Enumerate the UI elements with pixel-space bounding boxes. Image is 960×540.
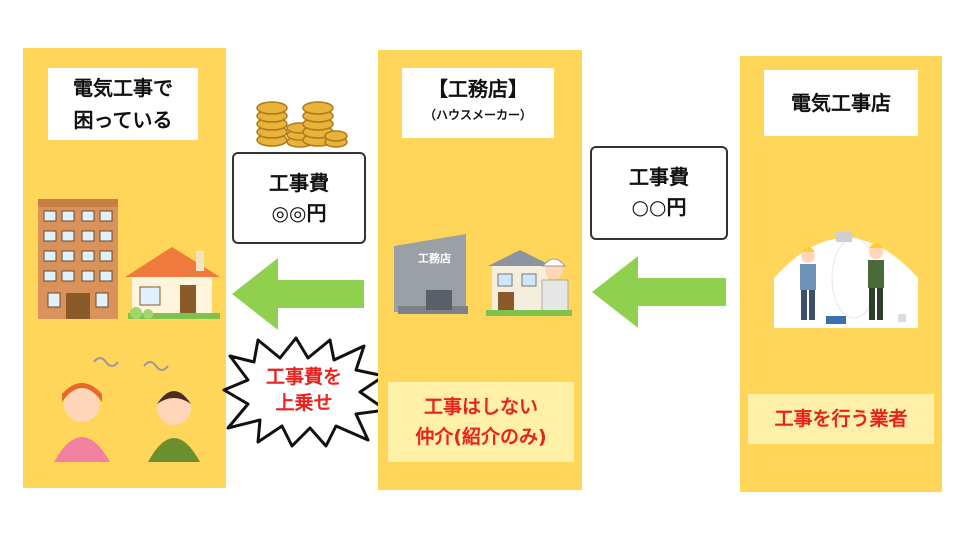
- arrow-left-2: [592, 256, 726, 328]
- markup-burst-shape: [222, 336, 388, 448]
- arrow-left-1: [232, 258, 364, 330]
- builder-shop-illustration: [394, 234, 572, 316]
- electrician-title: 電気工事店: [764, 70, 918, 136]
- coins-icon: [256, 101, 348, 148]
- builder-title: 【工務店】 （ハウスメーカー）: [402, 68, 554, 138]
- worried-couple-illustration: [54, 357, 200, 462]
- cost-box-left: 工事費 ◎◎円: [232, 152, 366, 244]
- apartment-and-house-illustration: [38, 199, 220, 319]
- markup-burst-text: 工事費を 上乗せ: [265, 366, 342, 414]
- electrician-note: 工事を行う業者: [748, 394, 934, 444]
- cost-box-right: 工事費 ○○円: [590, 146, 728, 240]
- customer-title: 電気工事で 困っている: [48, 68, 198, 140]
- builder-note: 工事はしない 仲介(紹介のみ): [388, 382, 574, 462]
- builder-shop-sign: 工務店: [418, 252, 451, 265]
- electricians-illustration: [774, 232, 918, 328]
